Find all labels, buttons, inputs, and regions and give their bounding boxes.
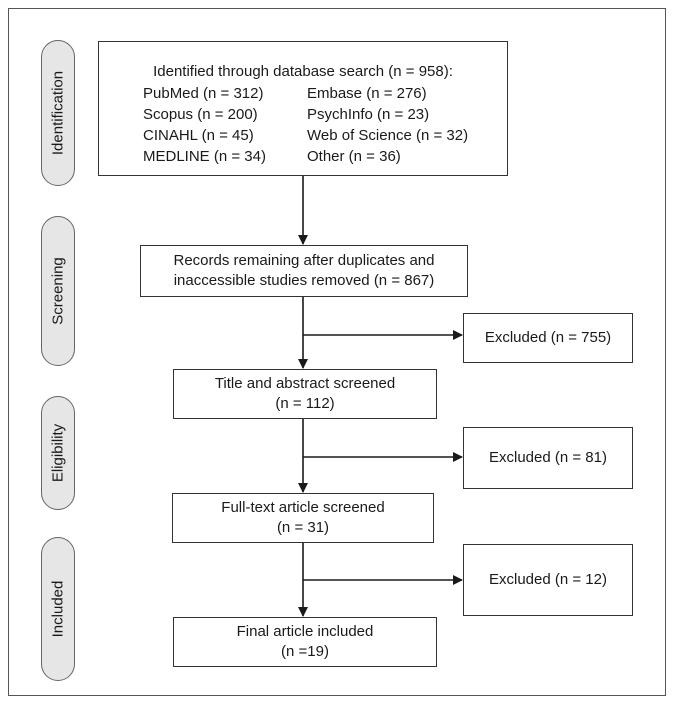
source-left: MEDLINE (n = 34)	[143, 148, 266, 165]
excluded-box-full-text: Excluded (n = 12)	[463, 544, 633, 616]
final-line-2: (n =19)	[281, 643, 329, 660]
final-box: Final article included (n =19)	[173, 617, 437, 667]
source-left: CINAHL (n = 45)	[143, 127, 254, 144]
stage-screening: Screening	[41, 216, 75, 366]
stage-identification: Identification	[41, 40, 75, 186]
excluded-box-title-abstract: Excluded (n = 81)	[463, 427, 633, 489]
excluded-box-screening: Excluded (n = 755)	[463, 313, 633, 363]
source-right: Web of Science (n = 32)	[307, 127, 469, 144]
screening-line-2: inaccessible studies removed (n = 867)	[173, 272, 435, 289]
excluded-label-screening: Excluded (n = 755)	[484, 329, 612, 346]
stage-included: Included	[41, 537, 75, 681]
title-abstract-line-1: Title and abstract screened	[214, 375, 396, 392]
excluded-label-title-abstract: Excluded (n = 81)	[489, 449, 607, 466]
figure-frame	[8, 8, 666, 696]
source-left: PubMed (n = 312)	[143, 85, 264, 102]
identification-title: Identified through database search (n = …	[153, 63, 453, 80]
excluded-label-full-text: Excluded (n = 12)	[489, 571, 607, 588]
source-left: Scopus (n = 200)	[143, 106, 258, 123]
title-abstract-box: Title and abstract screened (n = 112)	[173, 369, 437, 419]
screening-box: Records remaining after duplicates and i…	[140, 245, 468, 297]
source-right: PsychInfo (n = 23)	[307, 106, 430, 123]
full-text-line-1: Full-text article screened	[221, 499, 385, 516]
source-right: Other (n = 36)	[307, 148, 401, 165]
final-line-1: Final article included	[236, 623, 374, 640]
full-text-line-2: (n = 31)	[276, 519, 330, 536]
title-abstract-line-2: (n = 112)	[275, 395, 335, 412]
full-text-box: Full-text article screened (n = 31)	[172, 493, 434, 543]
identification-box: Identified through database search (n = …	[98, 41, 508, 176]
source-right: Embase (n = 276)	[307, 85, 427, 102]
screening-line-1: Records remaining after duplicates and	[173, 252, 435, 269]
stage-eligibility: Eligibility	[41, 396, 75, 510]
